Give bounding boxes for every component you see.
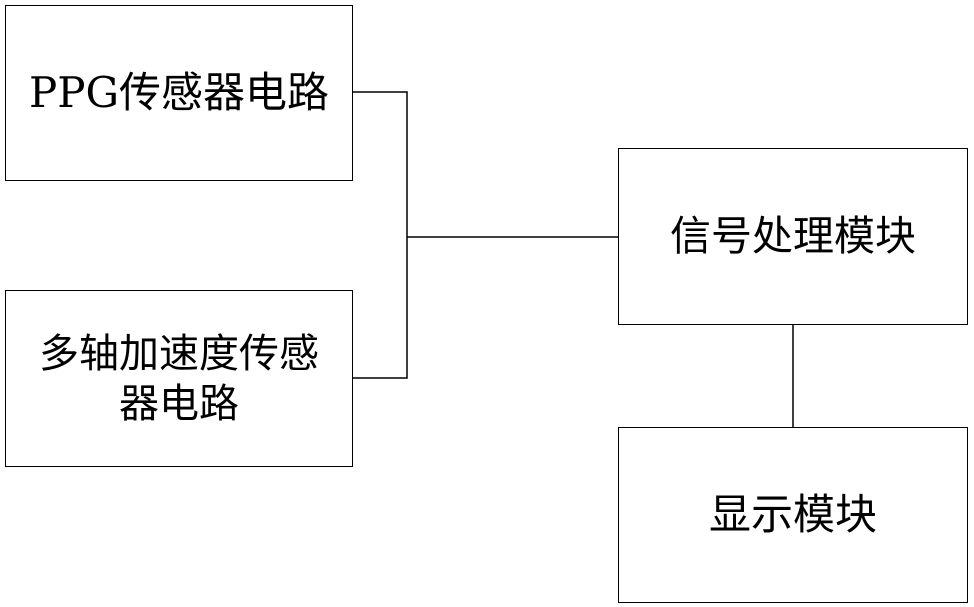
- node-label: 信号处理模块: [670, 211, 916, 262]
- node-ppg-sensor-circuit: PPG传感器电路: [5, 5, 353, 181]
- node-label: 显示模块: [709, 489, 877, 542]
- connector-accel-to-bus: [353, 237, 407, 378]
- node-signal-processing-module: 信号处理模块: [618, 148, 968, 325]
- node-label: PPG传感器电路: [29, 67, 329, 120]
- connector-ppg-to-bus: [353, 92, 407, 237]
- node-display-module: 显示模块: [618, 427, 968, 603]
- node-label: 多轴加速度传感器电路: [28, 329, 330, 429]
- node-accelerometer-circuit: 多轴加速度传感器电路: [5, 290, 353, 467]
